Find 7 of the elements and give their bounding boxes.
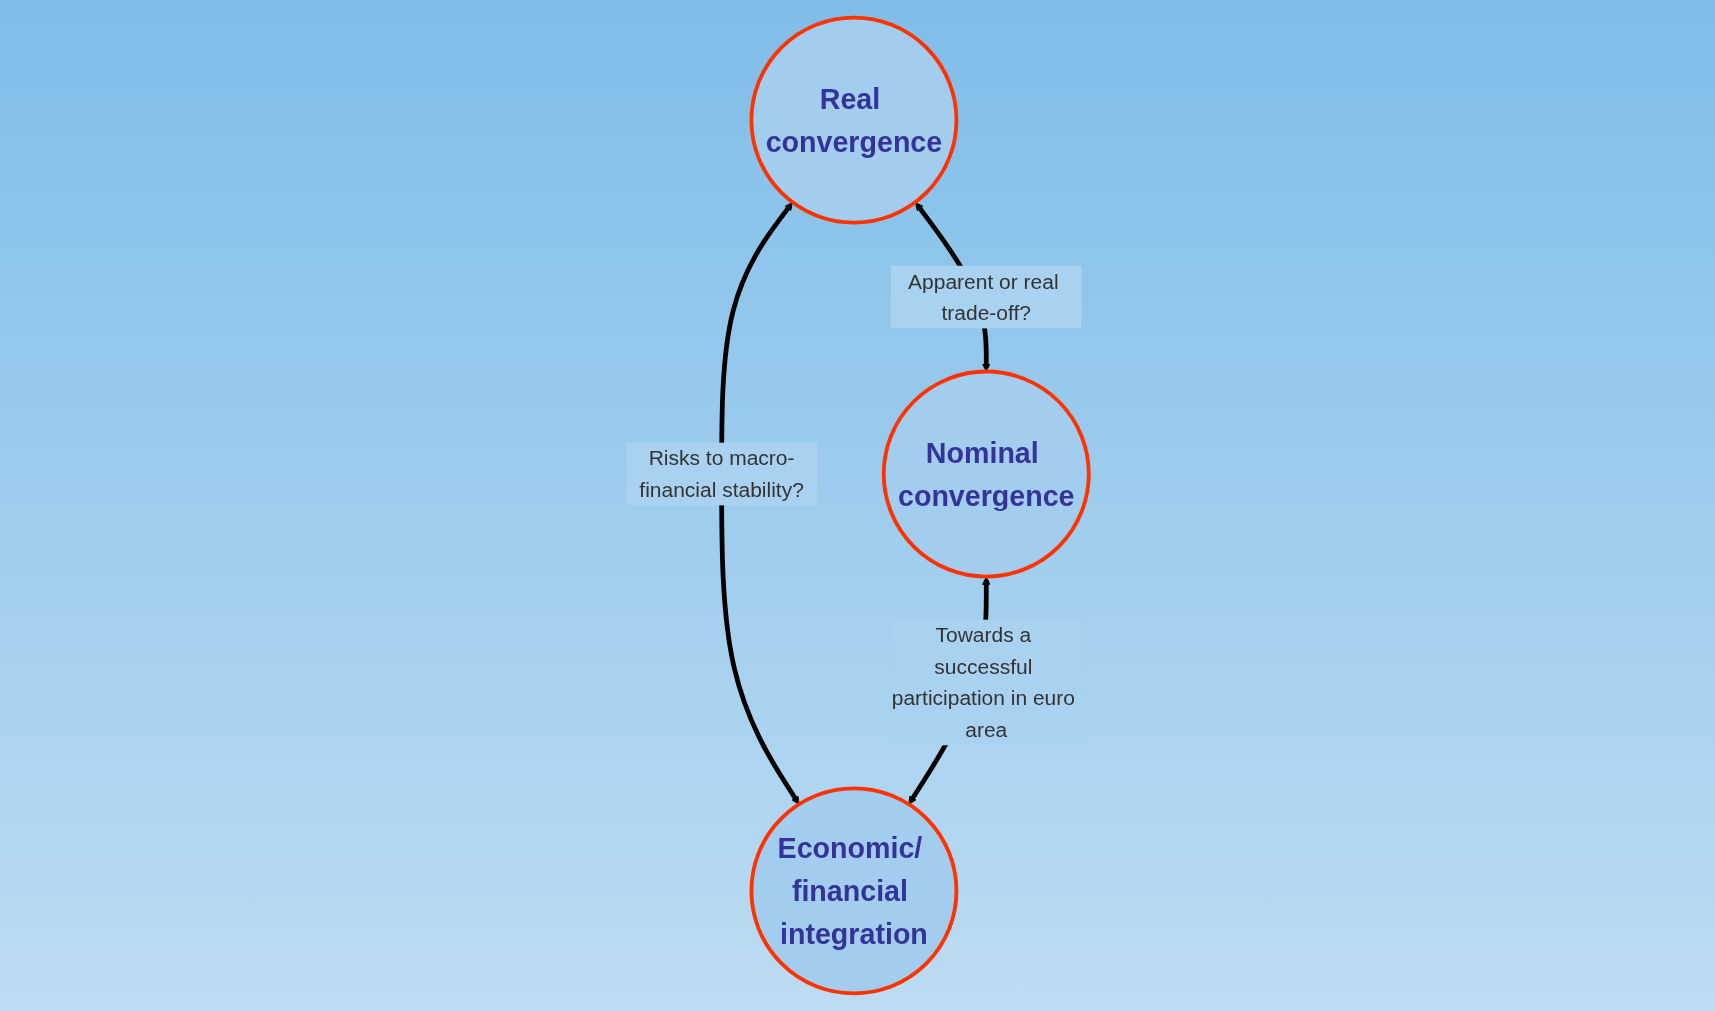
edge-label: Towards a successful participation in euro area: [891, 623, 1075, 742]
edge-label: Risks to macro-financial stability?: [639, 446, 804, 502]
arrow: [719, 202, 800, 805]
edge-label: Apparent or real trade-off?: [908, 269, 1059, 325]
node-circle: Nominal convergence: [881, 369, 1091, 579]
node-circle: Economic/ financial integration: [749, 786, 959, 996]
node-circle: Real convergence: [749, 15, 959, 225]
